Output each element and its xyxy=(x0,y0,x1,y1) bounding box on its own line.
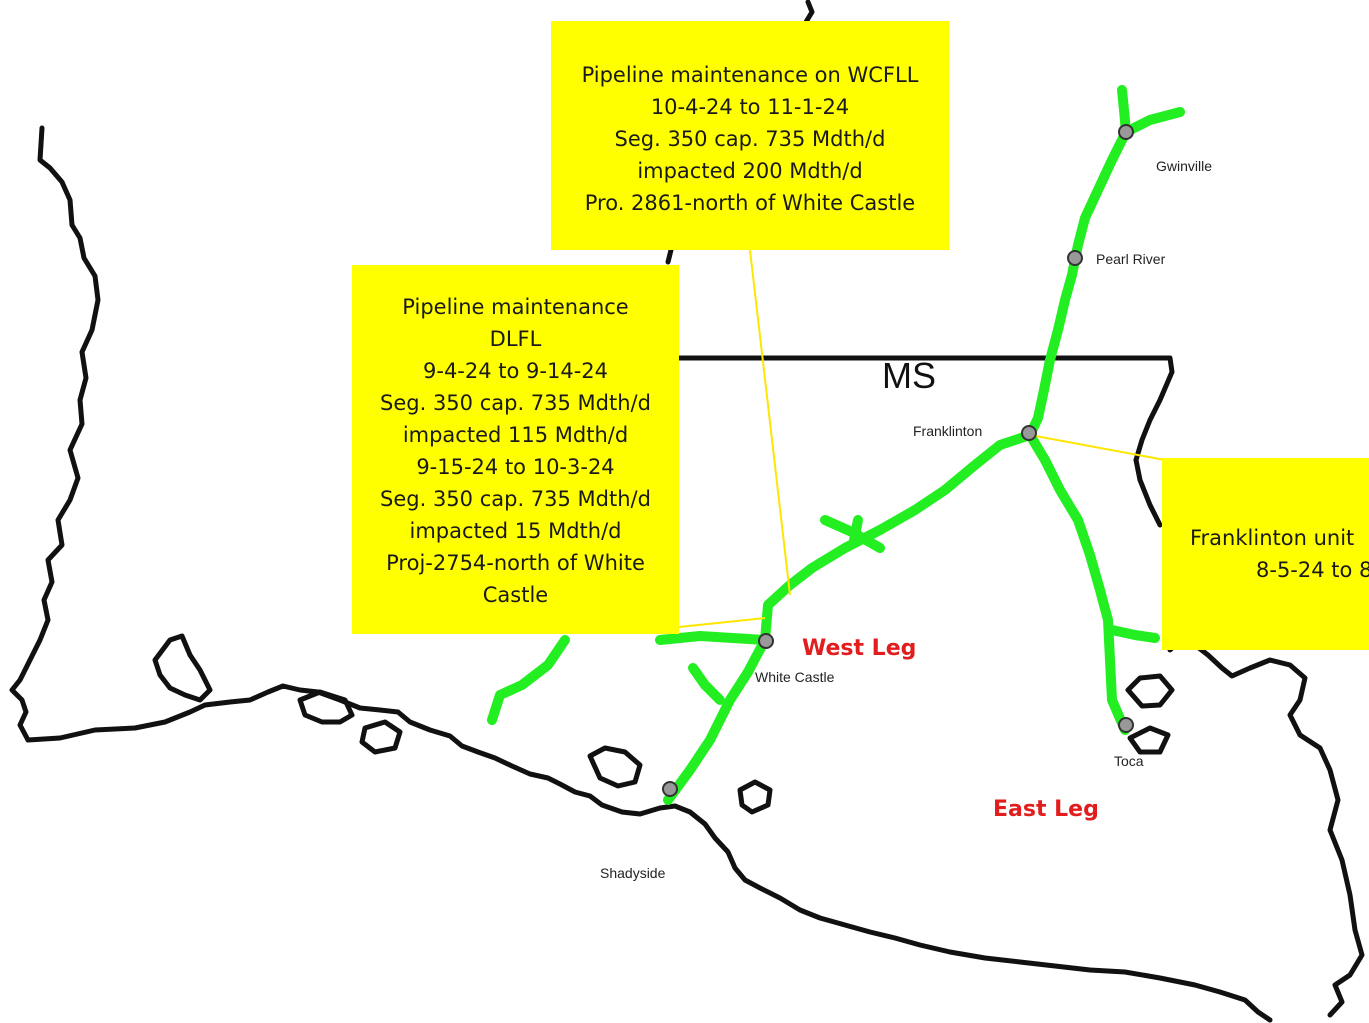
station-label-toca: Toca xyxy=(1114,753,1144,769)
callout-line: impacted 200 Mdth/d xyxy=(637,159,863,183)
callout-wcfll-maintenance: Pipeline maintenance on WCFLL 10-4-24 to… xyxy=(551,21,949,250)
callout-line: Proj-2754-north of White Castle xyxy=(386,551,645,607)
louisiana-gulf-coast-west xyxy=(25,683,1273,1023)
callout-line: impacted 15 Mdth/d xyxy=(409,519,622,543)
callout-line: 10-4-24 to 11-1-24 xyxy=(650,95,850,119)
pipeline-west-leg xyxy=(663,430,1035,805)
station-markers xyxy=(662,124,1134,797)
callout-line: DLFL xyxy=(489,327,542,351)
coast-bay-inlet xyxy=(152,633,213,703)
delta-inlet xyxy=(1127,725,1171,755)
pipeline-white-castle-lateral xyxy=(655,631,770,645)
leader-dlfl xyxy=(678,617,766,628)
delta-lake xyxy=(1125,673,1175,709)
leg-label-east: East Leg xyxy=(993,797,1099,822)
louisiana-southeast-delta xyxy=(1167,637,1365,1018)
callout-line: Pipeline maintenance xyxy=(402,295,629,319)
pipeline-east-leg xyxy=(1025,430,1130,735)
callout-line: Seg. 350 cap. 735 Mdth/d xyxy=(614,127,886,151)
station-label-gwinville: Gwinville xyxy=(1156,158,1213,174)
leg-label-west: West Leg xyxy=(802,636,917,661)
callout-line: Seg. 350 cap. 735 Mdth/d xyxy=(380,391,651,415)
callout-line: impacted 115 Mdth/d xyxy=(402,423,629,447)
callout-dlfl-maintenance: Pipeline maintenance DLFL 9-4-24 to 9-14… xyxy=(352,265,679,634)
pipeline-white-castle-sw xyxy=(688,663,725,705)
station-marker-franklinton[interactable] xyxy=(1021,425,1037,441)
station-marker-pearl-river[interactable] xyxy=(1067,250,1083,266)
coast-island-1 xyxy=(297,689,355,725)
pipeline-southwest-tail xyxy=(487,635,570,725)
station-marker-shadyside[interactable] xyxy=(662,781,678,797)
callout-line: 8-5-24 to 8 xyxy=(1256,558,1369,582)
ms-la-border-north xyxy=(672,355,1175,463)
pipeline-west-spur-2 xyxy=(849,515,863,545)
leader-wcfll xyxy=(749,249,791,596)
leader-lines xyxy=(678,249,1166,628)
pipeline-gwinville-branch xyxy=(1121,107,1185,137)
coast-inlet-east xyxy=(737,779,773,815)
leader-franklinton xyxy=(1029,434,1166,461)
station-label-shadyside: Shadyside xyxy=(600,865,666,881)
coast-inlet-shadyside xyxy=(587,745,643,789)
station-marker-gwinville[interactable] xyxy=(1118,124,1134,140)
east-shore-border xyxy=(1133,457,1163,528)
callout-franklinton-unit: Franklinton unit 8-5-24 to 8 xyxy=(1162,458,1369,650)
station-label-pearl-river: Pearl River xyxy=(1096,251,1166,267)
callout-line: Pro. 2861-north of White Castle xyxy=(584,191,916,215)
callout-line: Franklinton unit xyxy=(1190,526,1355,550)
callout-line: Seg. 350 cap. 735 Mdth/d xyxy=(380,487,651,511)
callout-line: 9-15-24 to 10-3-24 xyxy=(416,455,615,479)
station-marker-white-castle[interactable] xyxy=(758,633,774,649)
coast-island-2 xyxy=(359,719,403,755)
pipeline-east-spur xyxy=(1107,625,1160,643)
station-marker-toca[interactable] xyxy=(1118,717,1134,733)
station-label-white-castle: White Castle xyxy=(755,669,835,685)
callout-line: Pipeline maintenance on WCFLL xyxy=(581,63,919,87)
callout-line: 9-4-24 to 9-14-24 xyxy=(423,359,608,383)
station-label-franklinton: Franklinton xyxy=(913,423,983,439)
state-label-ms: MS xyxy=(882,355,936,396)
louisiana-west-border xyxy=(9,125,101,743)
